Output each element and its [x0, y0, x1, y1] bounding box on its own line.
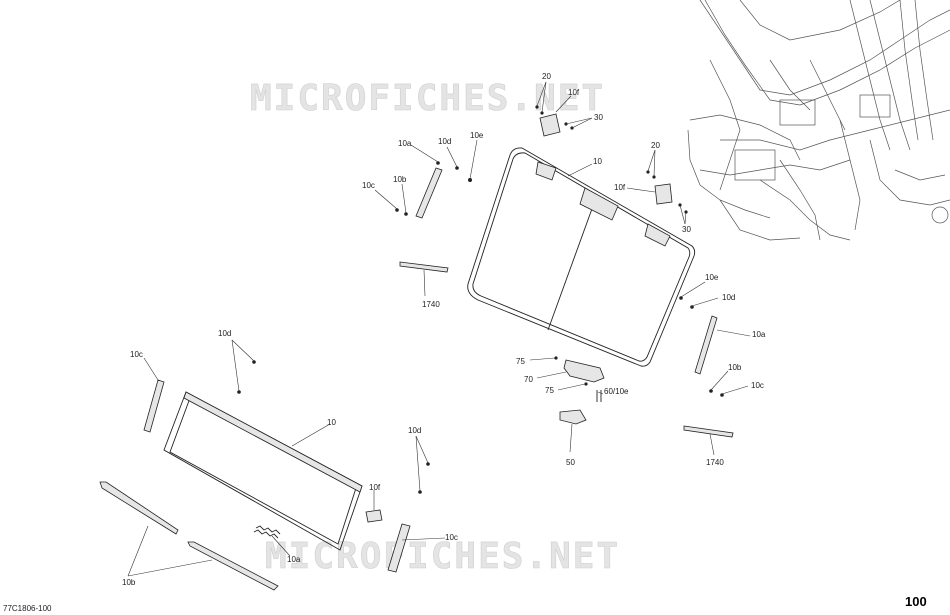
- callout-10c: 10c: [751, 381, 764, 390]
- callout-strut-10c: 10c: [445, 533, 458, 542]
- callout-lower-window: 10: [327, 418, 336, 427]
- callout-bracket-10f: 10f: [369, 483, 381, 492]
- drawing-number: 77C1806-100: [3, 604, 52, 613]
- callout-bracket-10f: 10f: [614, 183, 626, 192]
- callout-bolt-30: 30: [682, 225, 691, 234]
- callout-latch-70: 70: [524, 375, 533, 384]
- lower-trim: 10b: [99, 481, 279, 591]
- callout-10c: 10c: [362, 181, 375, 190]
- callout-screw-75: 75: [545, 386, 554, 395]
- callout-screw-20: 20: [651, 141, 660, 150]
- callout-10d: 10d: [722, 293, 735, 302]
- callout-10b: 10b: [393, 175, 407, 184]
- watermark-top: MICROFICHES.NET: [250, 78, 605, 119]
- callout-spring-10a: 10a: [287, 555, 301, 564]
- callout-strut-10a: 10a: [398, 139, 412, 148]
- callout-10e: 10e: [470, 131, 484, 140]
- upper-left-strut: 10a 10b 10c 10d 10e: [362, 131, 484, 219]
- lower-left-parts: 10c 10d: [130, 329, 256, 433]
- seal-left: 1740: [399, 261, 449, 309]
- callout-trim-10b: 10b: [122, 578, 136, 587]
- upper-window: 10: [467, 147, 696, 367]
- callout-seal-1740: 1740: [422, 300, 440, 309]
- callout-10e: 10e: [705, 273, 719, 282]
- callout-screw-10d: 10d: [408, 426, 421, 435]
- callout-seal-1740: 1740: [706, 458, 724, 467]
- lower-window: 10 10f: [163, 391, 383, 551]
- callout-bolt-30: 30: [594, 113, 603, 122]
- vehicle-frame: [687, 0, 950, 241]
- callout-10b: 10b: [728, 363, 742, 372]
- callout-screw-20: 20: [542, 72, 551, 81]
- callout-strut-10a: 10a: [752, 330, 766, 339]
- upper-hinge-left: 20 10f 30: [535, 72, 603, 137]
- callout-upper-window: 10: [593, 157, 602, 166]
- callout-handle-50: 50: [566, 458, 575, 467]
- callout-bracket-10f: 10f: [568, 88, 580, 97]
- lower-right-parts: 10d 10c: [387, 426, 458, 573]
- callout-screw-75: 75: [516, 357, 525, 366]
- watermark-bottom: MICROFICHES.NET: [265, 536, 620, 577]
- callout-pins-60-10e: 60/10e: [604, 387, 629, 396]
- latch-assembly: 75 70 75 60/10e 50: [516, 356, 629, 467]
- upper-right-strut: 10e 10d 10a 10b 10c: [679, 273, 766, 397]
- page-number: 100: [905, 594, 927, 609]
- callout-strut-10c: 10c: [130, 350, 143, 359]
- upper-hinge-right: 20 10f 30: [614, 141, 691, 234]
- lower-spring: 10a: [253, 525, 301, 564]
- callout-screw-10d: 10d: [218, 329, 231, 338]
- callout-10d: 10d: [438, 137, 451, 146]
- seal-right: 1740: [683, 425, 734, 467]
